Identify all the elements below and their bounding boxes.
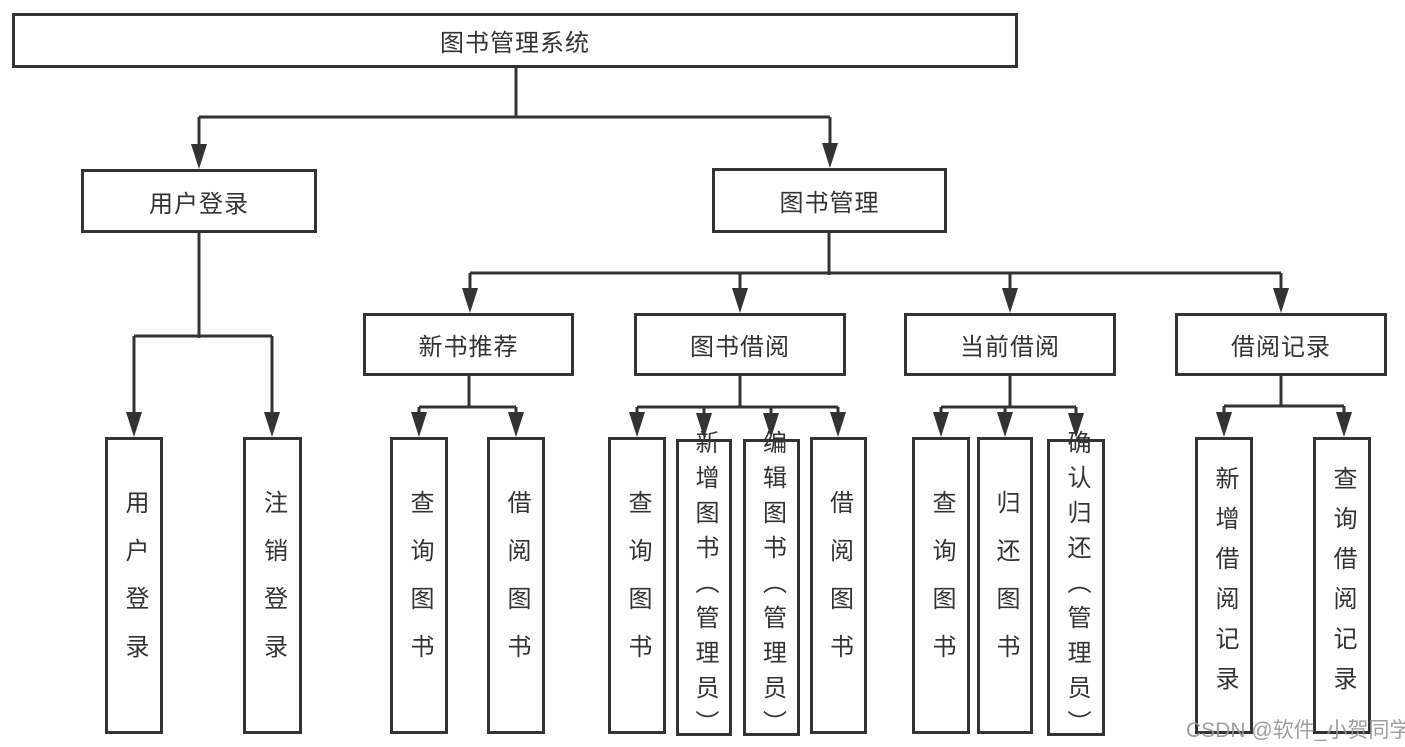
node-br-query-record-label: 查询借阅记录	[1329, 465, 1356, 706]
node-new-book-recommend-label: 新书推荐	[418, 334, 519, 361]
node-borrow-records: 借阅记录	[1175, 313, 1387, 376]
node-br-add-record-label: 新增借阅记录	[1211, 465, 1238, 706]
node-bb-query-books: 查询图书	[608, 437, 666, 734]
node-user-login: 用户登录	[81, 169, 317, 233]
node-bb-add-books-admin-label: 新增图书（管理员）	[691, 430, 718, 745]
node-nb-borrow-books: 借阅图书	[487, 437, 545, 734]
node-cb-confirm-return-admin: 确认归还（管理员）	[1047, 430, 1105, 745]
node-new-book-recommend: 新书推荐	[363, 313, 574, 376]
node-book-management: 图书管理	[712, 168, 947, 233]
node-nb-borrow-books-label: 借阅图书	[503, 489, 530, 682]
node-book-borrowing: 图书借阅	[634, 313, 846, 376]
node-bb-edit-books-admin: 编辑图书（管理员）	[743, 430, 800, 745]
csdn-watermark: CSDN @软件_小贺同学	[1186, 719, 1405, 742]
node-cb-return-books: 归还图书	[977, 437, 1033, 734]
node-bb-edit-books-admin-label: 编辑图书（管理员）	[758, 430, 786, 745]
node-borrow-records-label: 借阅记录	[1231, 334, 1331, 361]
node-user-login-label: 用户登录	[149, 190, 249, 218]
node-current-borrowing-label: 当前借阅	[960, 334, 1060, 361]
node-book-borrowing-label: 图书借阅	[690, 334, 790, 361]
node-logout: 注销登录	[243, 437, 302, 734]
node-bb-borrow-books-label: 借阅图书	[825, 489, 853, 682]
node-login-label: 用户登录	[121, 489, 148, 682]
node-current-borrowing: 当前借阅	[904, 313, 1116, 376]
node-cb-query-books: 查询图书	[912, 437, 970, 734]
node-login: 用户登录	[105, 437, 163, 734]
node-bb-add-books-admin: 新增图书（管理员）	[676, 430, 732, 745]
node-nb-query-books-label: 查询图书	[406, 489, 433, 682]
node-root: 图书管理系统	[12, 13, 1018, 68]
node-bb-borrow-books: 借阅图书	[810, 437, 867, 734]
node-br-query-record: 查询借阅记录	[1313, 437, 1371, 734]
node-root-label: 图书管理系统	[440, 30, 590, 57]
node-book-management-label: 图书管理	[779, 190, 880, 217]
node-cb-return-books-label: 归还图书	[992, 489, 1019, 682]
node-cb-confirm-return-admin-label: 确认归还（管理员）	[1063, 430, 1090, 745]
node-cb-query-books-label: 查询图书	[928, 489, 955, 682]
node-br-add-record: 新增借阅记录	[1195, 437, 1253, 734]
node-bb-query-books-label: 查询图书	[624, 489, 651, 682]
node-logout-label: 注销登录	[259, 489, 287, 682]
node-nb-query-books: 查询图书	[390, 437, 448, 734]
